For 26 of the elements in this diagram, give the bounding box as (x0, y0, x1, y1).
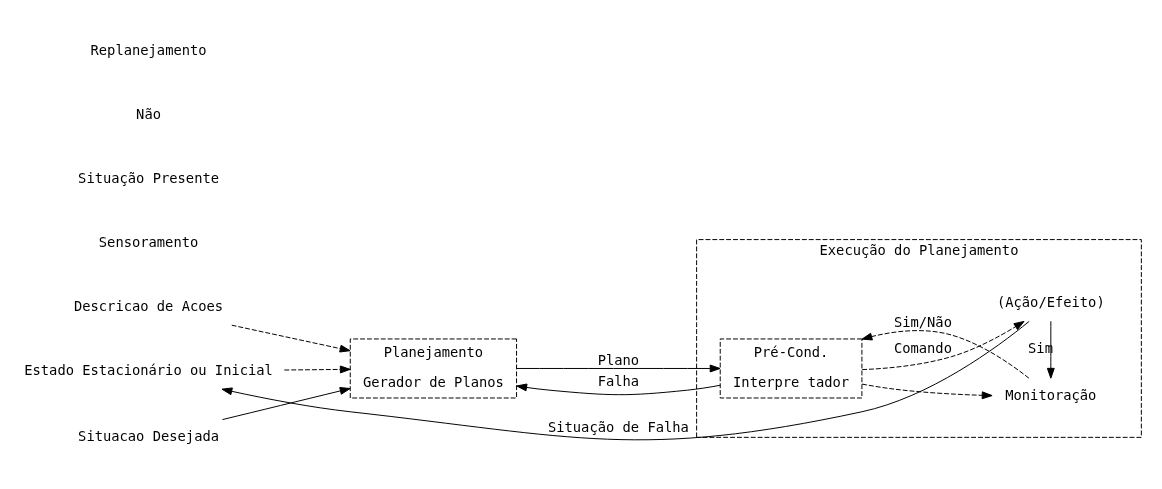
arrow (1046, 320, 1055, 379)
label: Replanejamento (90, 42, 207, 59)
arrow (861, 330, 1030, 379)
arrow (516, 364, 721, 373)
node-box: Pré-Cond. Interpre tador (719, 338, 863, 399)
arrow (231, 324, 351, 353)
label: Sensoramento (98, 234, 199, 251)
node-text: (Ação/Efeito) (996, 294, 1105, 311)
node-text: Descricao de Acoes (73, 298, 224, 315)
arrow (516, 383, 721, 396)
node-text: Monitoração (1005, 386, 1097, 403)
edge-label: Falha (597, 373, 640, 390)
edge-label: Sim/Não (893, 314, 952, 331)
node-text: Situacao Desejada (78, 427, 219, 444)
arrow (861, 320, 1025, 371)
arrow (221, 387, 351, 421)
arrow (283, 365, 351, 374)
label: Não (136, 106, 161, 123)
node-box: Planejamento Gerador de Planos (349, 338, 518, 399)
edge-label: Comando (893, 339, 952, 356)
edge-label: Situação de Falha (547, 418, 689, 435)
arrow (861, 383, 993, 400)
edge-label: Plano (597, 351, 640, 368)
label: Situação Presente (78, 170, 219, 187)
node-text: Estado Estacionário ou Inicial (24, 362, 273, 379)
arrow (221, 320, 1030, 441)
